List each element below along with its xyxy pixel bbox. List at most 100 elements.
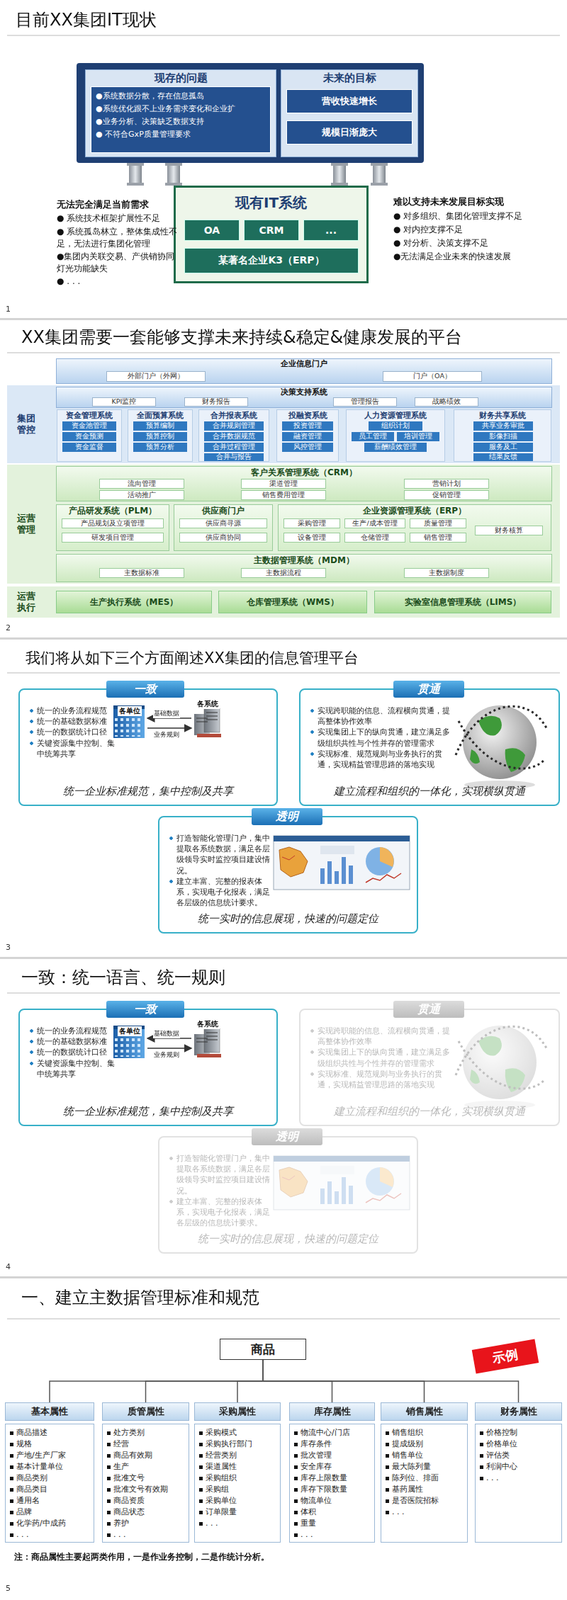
goal-box: 营收快速增长	[286, 89, 413, 114]
node-text: CRM	[259, 224, 285, 237]
system-bar: 实验室信息管理系统（LIMS）	[374, 591, 552, 614]
theme-slogan: 统一实时的信息展现，快速的问题定位	[159, 912, 417, 928]
node-text: 库存属性	[313, 1406, 351, 1419]
bullet-text: 关键资源集中控制、集中统筹共享	[29, 738, 121, 760]
attribute-header: 销售属性	[380, 1403, 468, 1422]
attribute-item: 生产	[107, 1462, 186, 1474]
theme-box: 统一的业务流程规范统一的基础数据标准统一的数据统计口径关键资源集中控制、集中统筹…	[18, 688, 278, 807]
function-chip: 结果反馈	[473, 453, 533, 462]
function-chip: KPI监控	[92, 397, 156, 407]
system-group: 财务共享系统共享业务审批影像扫描服务及工结果反馈	[453, 409, 552, 463]
attribute-item: 采购执行部门	[199, 1439, 278, 1451]
node-text: ●系统数据分散，存在信息孤岛	[95, 90, 266, 103]
node-text: 贯通	[417, 681, 441, 698]
bullet-box: ●系统数据分散，存在信息孤岛●系统优化跟不上业务需求变化和企业扩●业务分析、决策…	[90, 86, 271, 154]
node-text: 销售费用管理	[262, 491, 305, 501]
function-chip: 合并规则管理	[204, 421, 264, 431]
bullet-text: 建立丰富、完整的报表体系，实现电子化报表，满足各层级的信息统计要求。	[169, 1197, 276, 1230]
function-chip: 薪酬绩效管理	[364, 442, 427, 453]
node-text: 财务报告	[201, 397, 231, 407]
bullet-text: 实现集团上下的纵向贯通，建立满足多级组织共性与个性并存的管理需求	[310, 1047, 453, 1069]
node-text: 采购属性	[219, 1406, 256, 1419]
attribute-item: . . .	[294, 1530, 372, 1542]
attribute-header: 财务属性	[474, 1403, 563, 1422]
attribute-item: 订单限量	[199, 1507, 278, 1519]
node-text: 集团 管控	[17, 413, 39, 437]
node-text: 示例	[491, 1346, 520, 1368]
theme-tab-muted: 透明	[251, 1129, 323, 1147]
icon-label: 各单位	[117, 706, 142, 717]
node-text: 融资管理	[293, 432, 322, 442]
node-text: ●系统优化跟不上业务需求变化和企业扩	[95, 102, 266, 116]
attribute-item: 化学药/中成药	[9, 1518, 91, 1531]
theme-slogan: 统一企业标准规范，集中控制及共享	[19, 1104, 277, 1120]
system-group: 资金管理系统资金池管理资金预测资金监督	[56, 409, 122, 463]
function-chip: 管理报告	[333, 397, 397, 407]
attribute-item: 体积	[294, 1507, 372, 1519]
attribute-item: 渠道属性	[199, 1462, 278, 1474]
attribute-item: 产地/生产厂家	[9, 1450, 91, 1463]
attribute-item: . . .	[199, 1518, 278, 1531]
attribute-item: 物流中心/门店	[294, 1428, 372, 1440]
layer-region: 运营 管理客户关系管理系统（CRM）流向管理渠道管理营销计划活动推广销售费用管理…	[7, 464, 560, 585]
attribute-item: 商品描述	[9, 1428, 91, 1440]
system-tile: OA	[184, 219, 240, 241]
attribute-list: 物流中心/门店库存条件批次管理安全库存库存上限数量库存下限数量物流单位体积重量.…	[289, 1424, 375, 1544]
slide-number: 2	[5, 623, 11, 633]
function-chip: 销售管理	[409, 532, 467, 543]
attribute-item: 商品类目	[9, 1484, 91, 1497]
node-text: 财务核算	[494, 526, 524, 536]
node-text: 主数据管理系统（MDM）	[56, 554, 552, 567]
node-text: 营销计划	[432, 479, 461, 490]
theme-slogan: 统一实时的信息展现，快速的问题定位	[159, 1232, 417, 1248]
attribute-item: 基药属性	[385, 1484, 465, 1497]
note-text: 注：商品属性主要起两类作用，一是作业务控制，二是作统计分析。	[14, 1552, 270, 1565]
attribute-item: 处方类别	[107, 1428, 186, 1440]
node-text: 预算分析	[146, 442, 175, 453]
function-chip: 合并与报告	[204, 453, 264, 462]
function-chip: 预算控制	[133, 432, 188, 442]
attribute-item: . . .	[9, 1530, 91, 1542]
node-text: 供应商协同	[205, 533, 241, 543]
node-text: 组织计划	[381, 421, 410, 431]
function-chip: 渠道管理	[240, 479, 327, 490]
attribute-item: 库存下限数量	[294, 1484, 372, 1497]
node-text: 现存的问题	[85, 70, 276, 86]
attribute-item: 陈列位、排面	[385, 1473, 465, 1485]
theme-slogan: 建立流程和组织的一体化，实现横纵贯通	[300, 784, 559, 800]
attribute-item: 价格控制	[479, 1428, 559, 1440]
bullet-text: ● . . .	[56, 275, 181, 288]
function-chip: 营销计划	[403, 479, 490, 490]
attribute-list: 销售组织提成级别销售单位最大陈列量陈列位、排面基药属性是否医院招标. . .	[380, 1424, 468, 1544]
attribute-list: 处方类别经营商品有效期生产批准文号批准文号有效期商品资质商品状态养护. . .	[102, 1424, 190, 1544]
slide-title: 目前XX集团IT现状	[15, 8, 157, 32]
node-text: 贯通	[417, 1002, 441, 1018]
system-group: 人力资源管理系统组织计划员工管理培训管理薪酬绩效管理	[345, 409, 446, 463]
node-text: 培训管理	[403, 432, 433, 442]
attribute-header: 库存属性	[289, 1403, 375, 1422]
function-chip: 影像扫描	[473, 432, 533, 442]
attribute-item: 利润中心	[479, 1462, 559, 1474]
slide-title: 一、建立主数据管理标准和规范	[21, 1287, 260, 1310]
node-text: 预算控制	[146, 432, 175, 442]
node-text: 企业信息门户	[56, 359, 552, 370]
function-chip: 融资管理	[282, 432, 334, 442]
system-group: 全面预算系统预算编制预算控制预算分析	[127, 409, 193, 463]
node-text: 管理报告	[350, 397, 380, 407]
attribute-item: 经营类别	[199, 1450, 278, 1463]
function-chip: 风控管理	[282, 442, 334, 453]
attribute-item: 是否医院招标	[385, 1496, 465, 1508]
node-text: 促销管理	[432, 491, 461, 501]
node-text: 生产/成本管理	[352, 519, 397, 529]
attribute-header: 质管属性	[102, 1403, 190, 1422]
node-text: 现有IT系统	[175, 187, 367, 213]
function-chip: 战略绩效	[414, 397, 479, 407]
bullet-text: ● 对多组织、集团化管理支撑不足	[393, 210, 560, 223]
icon-label: 各系统	[195, 699, 220, 710]
function-chip: 员工管理	[351, 432, 395, 442]
sample-tag: 示例	[472, 1339, 540, 1375]
bullet-text: 实现跨职能的信息、流程横向贯通，提高整体协作效率	[310, 705, 453, 728]
arrow-label: 基础数据	[153, 709, 181, 719]
node-text: 产品规划及立项管理	[80, 519, 145, 529]
node-text: 营收快速增长	[321, 94, 378, 108]
